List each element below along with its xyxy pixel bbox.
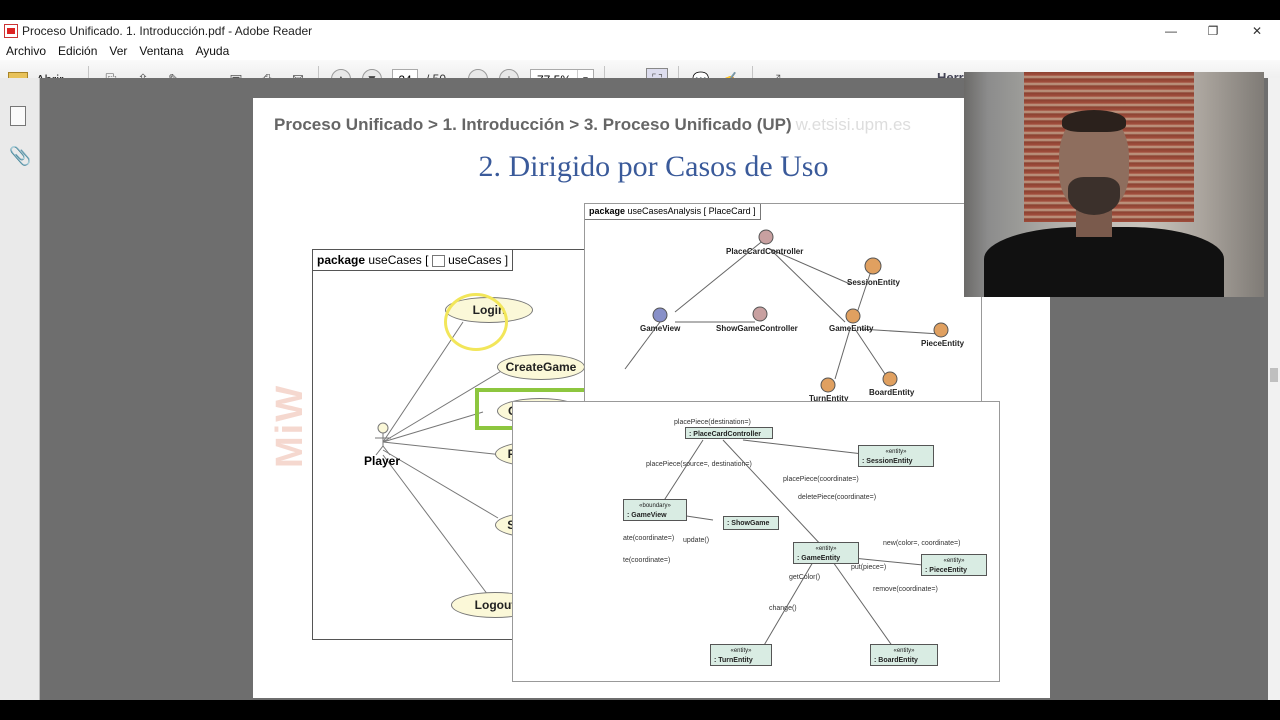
- menu-ventana[interactable]: Ventana: [139, 43, 184, 58]
- box-stereotype: «entity»: [943, 558, 965, 564]
- pdf-page: Proceso Unificado > 1. Introducción > 3.…: [253, 98, 1050, 698]
- diagram-icon: [431, 254, 445, 267]
- analysis-diagram: package useCasesAnalysis [ PlaceCard ] P…: [584, 203, 982, 421]
- scrollbar-thumb[interactable]: [1270, 368, 1278, 382]
- box-sessionentity: «entity» : SessionEntity: [858, 445, 934, 467]
- webcam-overlay: [964, 72, 1264, 297]
- box-stereotype: «entity»: [893, 648, 915, 654]
- box-name: : PieceEntity: [925, 567, 968, 574]
- box-turnentity: «entity» : TurnEntity: [710, 644, 772, 666]
- pdf-icon: [4, 23, 18, 38]
- actor-stick-figure: [375, 422, 391, 456]
- restore-button[interactable]: ❐: [1207, 23, 1219, 38]
- breadcrumb-text: Proceso Unificado > 1. Introducción > 3.…: [274, 115, 792, 134]
- node-gameview: GameView: [640, 324, 681, 333]
- close-button[interactable]: ✕: [1251, 23, 1263, 38]
- node-pieceentity: PieceEntity: [921, 339, 965, 348]
- box-name: : GameEntity: [797, 555, 841, 562]
- watermark: w.etsisi.upm.es: [795, 115, 911, 134]
- box-boardentity: «entity» : BoardEntity: [870, 644, 938, 666]
- menu-ayuda[interactable]: Ayuda: [195, 43, 230, 58]
- node-showgamecontroller: ShowGameController: [716, 324, 798, 333]
- tab-name: useCasesAnalysis [: [627, 206, 707, 216]
- window-title: Proceso Unificado. 1. Introducción.pdf -…: [22, 23, 313, 38]
- msg-update: update(): [683, 537, 710, 544]
- box-name: : GameView: [627, 512, 667, 519]
- tab-keyword: package: [317, 253, 366, 267]
- analysis-links: [624, 229, 949, 393]
- box-showgame: : ShowGame: [723, 516, 779, 530]
- box-name: : PlaceCardController: [689, 431, 761, 438]
- usecase-creategame: CreateGame: [497, 354, 585, 380]
- tab-diagram: useCases ]: [448, 253, 509, 267]
- msg-placepiece-source: placePiece(source=, destination=): [646, 461, 752, 468]
- box-stereotype: «boundary»: [639, 503, 671, 509]
- vertical-scrollbar[interactable]: [1268, 78, 1280, 700]
- presenter-beard: [1068, 177, 1120, 215]
- package-tab: package useCases [ useCases ]: [313, 250, 514, 271]
- node-gameentity: GameEntity: [829, 324, 874, 333]
- box-placecardcontroller: : PlaceCardController: [685, 427, 773, 439]
- actor-player: Player: [364, 454, 401, 468]
- box-name: : SessionEntity: [862, 458, 913, 465]
- msg-placepiece-coordinate: placePiece(coordinate=): [783, 476, 859, 483]
- presenter-body: [984, 227, 1224, 297]
- box-stereotype: «entity»: [885, 449, 907, 455]
- msg-te-coordinate: te(coordinate=): [623, 557, 671, 564]
- slide-title: 2. Dirigido por Casos de Uso: [253, 150, 1050, 184]
- msg-deletepiece: deletePiece(coordinate=): [798, 494, 877, 501]
- slide-title-text: 2. Dirigido por Casos de Uso: [478, 150, 829, 183]
- box-gameentity: «entity» : GameEntity: [793, 542, 859, 564]
- box-name: : BoardEntity: [874, 657, 918, 664]
- analysis-tab: package useCasesAnalysis [ PlaceCard ]: [585, 204, 761, 220]
- pages-panel-icon[interactable]: [10, 106, 26, 126]
- box-stereotype: «entity»: [730, 648, 752, 654]
- title-bar: Proceso Unificado. 1. Introducción.pdf -…: [0, 20, 1280, 41]
- node-sessionentity: SessionEntity: [847, 278, 900, 287]
- tab-name: useCases [: [368, 253, 429, 267]
- box-name: : ShowGame: [727, 520, 770, 527]
- menu-bar: Archivo Edición Ver Ventana Ayuda: [0, 41, 1280, 60]
- msg-remove: remove(coordinate=): [873, 586, 938, 593]
- collaboration-diagram: : PlaceCardController «entity» : SessionE…: [512, 401, 1000, 682]
- tab-diagram: PlaceCard ]: [708, 206, 756, 216]
- box-name: : TurnEntity: [714, 657, 753, 664]
- cursor-highlight: [444, 293, 508, 351]
- box-pieceentity: «entity» : PieceEntity: [921, 554, 987, 576]
- msg-new: new(color=, coordinate=): [883, 540, 961, 547]
- navigation-pane: 📎: [0, 78, 40, 700]
- menu-ver[interactable]: Ver: [109, 43, 128, 58]
- box-gameview: «boundary» : GameView: [623, 499, 687, 521]
- presenter-hair: [1062, 110, 1126, 132]
- msg-change: change(): [769, 605, 797, 612]
- minimize-button[interactable]: —: [1165, 23, 1177, 38]
- msg-placepiece-destination: placePiece(destination=): [674, 419, 751, 426]
- node-placecardcontroller: PlaceCardController: [726, 247, 804, 256]
- miw-logo: MiW: [269, 383, 311, 468]
- node-turnentity: TurnEntity: [809, 394, 849, 403]
- box-stereotype: «entity»: [815, 546, 837, 552]
- use-case-associations: [375, 321, 504, 596]
- tab-keyword: package: [589, 206, 626, 216]
- slide-breadcrumb: Proceso Unificado > 1. Introducción > 3.…: [274, 115, 911, 135]
- menu-archivo[interactable]: Archivo: [6, 43, 47, 58]
- msg-put: put(piece=): [851, 564, 887, 571]
- msg-getcolor: getColor(): [789, 574, 821, 581]
- attachments-icon[interactable]: 📎: [9, 146, 32, 166]
- collaboration-links: [662, 439, 924, 648]
- menu-edicion[interactable]: Edición: [58, 43, 98, 58]
- msg-ate-coordinate: ate(coordinate=): [623, 535, 675, 542]
- node-boardentity: BoardEntity: [869, 388, 915, 397]
